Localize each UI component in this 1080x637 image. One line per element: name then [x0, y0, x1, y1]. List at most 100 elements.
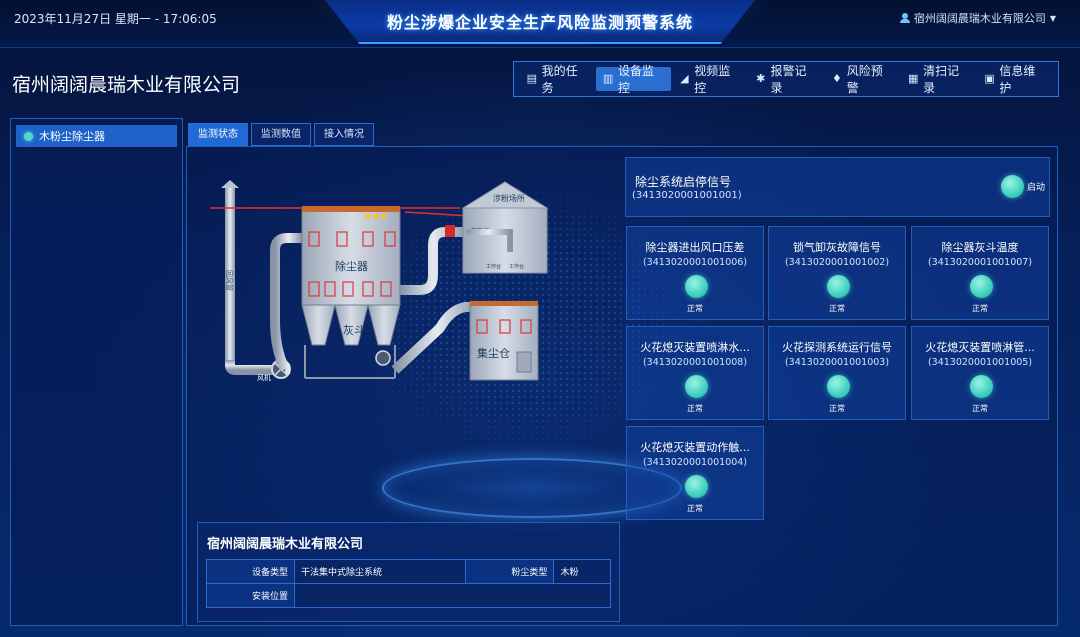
alarm-icon: ✱ [756, 72, 766, 85]
status-light-icon [685, 275, 708, 298]
signal-code: (3413020001001005) [927, 357, 1033, 368]
title-plate [325, 0, 755, 44]
signal-card[interactable]: 火花探测系统运行信号 (3413020001001003) 正常 [768, 326, 906, 420]
signal-code: (3413020001001003) [784, 357, 890, 368]
outlet-pipe [400, 227, 467, 295]
signal-card[interactable]: 锁气卸灰故障信号 (3413020001001002) 正常 [768, 226, 906, 320]
datetime: 2023年11月27日 星期一 - 17:06:05 [14, 12, 217, 26]
status-light-icon [1001, 175, 1024, 198]
tab-bar: 监测状态 监测数值 接入情况 [188, 123, 374, 146]
status-light-icon [685, 475, 708, 498]
signal-status: 正常 [972, 404, 988, 413]
signal-card[interactable]: 火花熄灭装置动作触... (3413020001001004) 正常 [626, 426, 764, 520]
task-icon: ▤ [526, 72, 538, 85]
signal-card-main[interactable]: 除尘系统启停信号 (3413020001001001) [625, 157, 1050, 217]
user-icon [899, 13, 910, 23]
signal-name: 火花熄灭装置喷淋管... [925, 341, 1035, 354]
valve [445, 225, 455, 237]
status-light-icon [970, 275, 993, 298]
nav-label: 报警记录 [770, 64, 807, 95]
company-title: 宿州阔阔晨瑞木业有限公司 [12, 74, 241, 96]
main-nav: ▤ 我的任务 ▥ 设备监控 ◢ 视频监控 ✱ 报警记录 ♦ 风险预警 ▦ 清扫记… [513, 61, 1059, 97]
nav-item-risk[interactable]: ♦ 风险预警 [825, 64, 899, 95]
screw-conveyor-icon [375, 350, 391, 366]
glow-platform [382, 458, 682, 518]
signal-name: 除尘系统启停信号 [635, 175, 732, 189]
nav-label: 设备监控 [617, 64, 654, 95]
tab-access-status[interactable]: 接入情况 [314, 123, 374, 146]
nav-label: 清扫记录 [923, 64, 960, 95]
info-key: 粉尘类型 [465, 559, 555, 584]
station-2-label: 工作台 [509, 263, 524, 270]
nav-item-video[interactable]: ◢ 视频监控 [673, 64, 747, 95]
dust-collector-label: 除尘器 [335, 259, 368, 273]
fan-label: 风机 [257, 373, 271, 382]
app-title: 粉尘涉爆企业安全生产风险监测预警系统 [386, 13, 693, 32]
dust-site [462, 207, 548, 274]
signal-name: 火花探测系统运行信号 [782, 341, 892, 354]
device-sidebar: 木粉尘除尘器 [10, 118, 183, 626]
sidebar-item-dust-collector[interactable]: 木粉尘除尘器 [16, 125, 177, 147]
signal-code: (3413020001001007) [927, 257, 1033, 268]
signal-name: 除尘器进出风口压差 [645, 241, 745, 254]
signal-name: 火花熄灭装置动作触... [640, 441, 750, 454]
signal-code: (3413020001001002) [784, 257, 890, 268]
table-row: 设备类型 干法集中式除尘系统 粉尘类型 木粉 [206, 559, 611, 584]
user-menu[interactable]: 宿州阔阔晨瑞木业有限公司 ▼ [899, 10, 1056, 26]
equipment-diagram: 回风管 风机 除尘器 灰斗 涉粉场所 截断阀 [205, 170, 550, 390]
dust-site-label: 涉粉场所 [493, 193, 525, 203]
nav-item-tasks[interactable]: ▤ 我的任务 [520, 64, 594, 95]
nav-item-cleaning[interactable]: ▦ 清扫记录 [901, 64, 975, 95]
status-light-icon [970, 375, 993, 398]
nav-label: 信息维护 [999, 64, 1036, 95]
info-value: 干法集中式除尘系统 [293, 559, 467, 584]
signal-status: 正常 [687, 304, 703, 313]
signal-card[interactable]: 除尘器灰斗温度 (3413020001001007) 正常 [911, 226, 1049, 320]
tab-monitor-status[interactable]: 监测状态 [188, 123, 248, 146]
status-dot-icon [24, 131, 33, 141]
monitor-icon: ▥ [602, 72, 614, 85]
camera-icon: ◢ [680, 72, 689, 85]
info-key: 设备类型 [206, 559, 295, 584]
info-table: 设备类型 干法集中式除尘系统 粉尘类型 木粉 安装位置 [206, 559, 611, 608]
nav-item-alarms[interactable]: ✱ 报警记录 [749, 64, 823, 95]
info-key: 安装位置 [206, 583, 295, 608]
info-icon: ▣ [984, 72, 995, 85]
status-light-icon [827, 375, 850, 398]
signal-status: 正常 [829, 404, 845, 413]
signal-code: (3413020001001006) [642, 257, 748, 268]
user-name: 宿州阔阔晨瑞木业有限公司 [913, 12, 1046, 25]
signal-status: 正常 [972, 304, 988, 313]
signal-card[interactable]: 火花熄灭装置喷淋管... (3413020001001005) 正常 [911, 326, 1049, 420]
collection-bin-label: 集尘仓 [477, 346, 510, 360]
signal-card[interactable]: 火花熄灭装置喷淋水... (3413020001001008) 正常 [626, 326, 764, 420]
signal-card[interactable]: 除尘器进出风口压差 (3413020001001006) 正常 [626, 226, 764, 320]
signal-code: (3413020001001008) [642, 357, 748, 368]
table-row: 安装位置 [206, 583, 611, 608]
info-title: 宿州阔阔晨瑞木业有限公司 [207, 537, 364, 552]
duct-bottom [225, 360, 275, 375]
signal-status: 正常 [829, 304, 845, 313]
dust-collector [301, 209, 401, 306]
conveyor-pipe [391, 302, 480, 374]
chevron-down-icon: ▼ [1049, 13, 1056, 23]
device-info-panel: 宿州阔阔晨瑞木业有限公司 设备类型 干法集中式除尘系统 粉尘类型 木粉 安装位置 [197, 522, 620, 622]
tab-monitor-values[interactable]: 监测数值 [251, 123, 311, 146]
bell-icon: ♦ [832, 72, 842, 85]
signal-name: 锁气卸灰故障信号 [793, 241, 881, 254]
nav-item-device-monitor[interactable]: ▥ 设备监控 [596, 64, 671, 95]
top-bar: 2023年11月27日 星期一 - 17:06:05 粉尘涉爆企业安全生产风险监… [0, 0, 1080, 48]
status-light-icon [827, 275, 850, 298]
inlet-pipe [270, 233, 302, 374]
nav-item-info[interactable]: ▣ 信息维护 [978, 64, 1052, 95]
info-value: 木粉 [553, 559, 611, 584]
signal-status: 正常 [687, 404, 703, 413]
signal-code: (3413020001001001) [632, 190, 742, 201]
station-1-label: 工作台 [486, 263, 501, 270]
nav-label: 视频监控 [694, 64, 731, 95]
duct-cap [221, 180, 239, 188]
clean-icon: ▦ [908, 72, 919, 85]
info-value [294, 583, 611, 608]
status-light-icon [685, 375, 708, 398]
signal-name: 除尘器灰斗温度 [941, 241, 1019, 254]
